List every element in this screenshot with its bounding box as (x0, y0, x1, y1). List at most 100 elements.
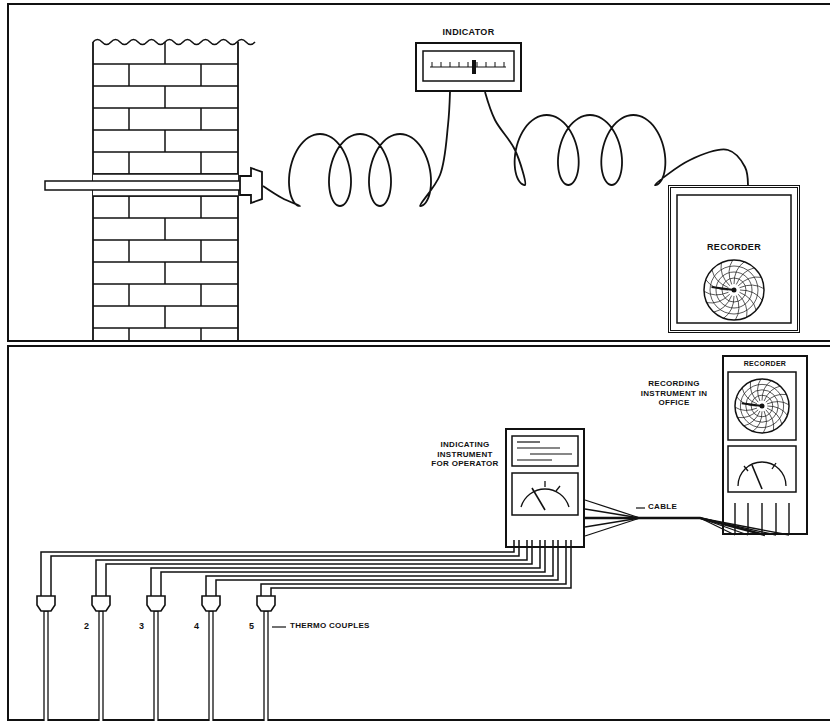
wall-opening (93, 173, 238, 175)
line-art (200, 284, 202, 306)
meter-arc (521, 489, 569, 507)
meter-tick (772, 463, 776, 469)
node-label: RECORDING INSTRUMENT IN OFFICE (638, 379, 710, 408)
line-art (92, 596, 110, 611)
needle (532, 488, 545, 510)
line-art (93, 151, 238, 153)
line-art (585, 509, 640, 518)
indicator-box: INDICATOR (415, 42, 522, 92)
line-art (93, 239, 238, 241)
line-art (257, 596, 275, 611)
line-art (738, 294, 747, 317)
line-art (495, 62, 496, 67)
line-art (704, 291, 728, 295)
leader-line (272, 626, 286, 627)
line-art (714, 296, 732, 313)
line-art (736, 268, 754, 285)
line-art (530, 453, 572, 454)
line-art (585, 518, 640, 527)
line-art (93, 327, 238, 329)
line-art (128, 240, 130, 262)
scale-ticks (432, 62, 504, 67)
line-art (93, 107, 238, 109)
callout-number: 3 (139, 621, 144, 632)
line-art (128, 196, 130, 218)
line-art (775, 503, 776, 535)
line-art (766, 410, 774, 431)
line-art (128, 152, 130, 174)
wall-opening (93, 195, 238, 197)
line-art (766, 394, 787, 402)
chart-disc (735, 379, 789, 433)
line-art (767, 408, 782, 424)
line-art (200, 240, 202, 262)
edge-label: CABLE (647, 502, 678, 512)
line-art (164, 262, 166, 284)
panel-frame (8, 346, 830, 720)
line-art (93, 63, 238, 65)
meter-face (512, 473, 578, 515)
line-art (209, 611, 213, 721)
needle (752, 465, 762, 489)
line-art (734, 262, 744, 284)
line-art (128, 284, 130, 306)
line-art (202, 596, 220, 611)
line-art (504, 62, 505, 67)
line-art (740, 285, 764, 289)
line-art (764, 386, 780, 401)
indicating-instrument: INDICATING INSTRUMENT FOR OPERATOR (505, 428, 585, 548)
leader-line (636, 507, 645, 508)
thermocouples (37, 540, 571, 721)
line-art (164, 306, 166, 328)
line-art (200, 328, 202, 341)
node-label: RECORDER (671, 242, 797, 253)
line-art (740, 292, 757, 310)
line-art (716, 272, 752, 308)
line-art (450, 62, 451, 67)
coiled-lead (263, 92, 450, 206)
line-art (93, 283, 238, 285)
line-art (704, 260, 764, 320)
line-art (164, 42, 166, 64)
cable-wires (585, 500, 789, 536)
callout-number: 4 (194, 621, 199, 632)
line-art (585, 518, 640, 536)
line-art (37, 596, 55, 611)
line-art (729, 260, 733, 284)
line-art (486, 62, 487, 67)
line-art (517, 441, 540, 442)
line-art (707, 294, 730, 303)
line-art (585, 500, 640, 518)
cable (585, 518, 765, 535)
line-art (271, 540, 571, 596)
part-label: THERMO COUPLES (290, 621, 370, 631)
chart-disc (704, 260, 764, 320)
scale-lines (517, 442, 572, 460)
line-art (147, 596, 165, 611)
line-art (732, 288, 737, 293)
line-art (441, 62, 442, 67)
indicator-scale (423, 51, 514, 81)
line-art (710, 266, 758, 314)
line-art (753, 411, 762, 431)
line-art (468, 62, 469, 67)
line-art (735, 407, 757, 410)
line-art (164, 130, 166, 152)
callout-number: 5 (249, 621, 254, 632)
node-label: RECORDER (724, 360, 806, 368)
line-art (740, 384, 783, 427)
instrument-window (512, 436, 578, 466)
line-art (724, 296, 734, 318)
callout-number: 2 (84, 621, 89, 632)
line-art (738, 410, 759, 418)
line-art (200, 64, 202, 86)
line-art (128, 108, 130, 130)
line-art (744, 411, 760, 426)
line-art (164, 218, 166, 240)
recording-instrument: RECORDING INSTRUMENT IN OFFICERECORDER (722, 355, 808, 535)
line-art (432, 62, 433, 67)
panel-frame (8, 4, 830, 341)
line-art (712, 287, 735, 290)
thermocouple-head (240, 168, 262, 203)
